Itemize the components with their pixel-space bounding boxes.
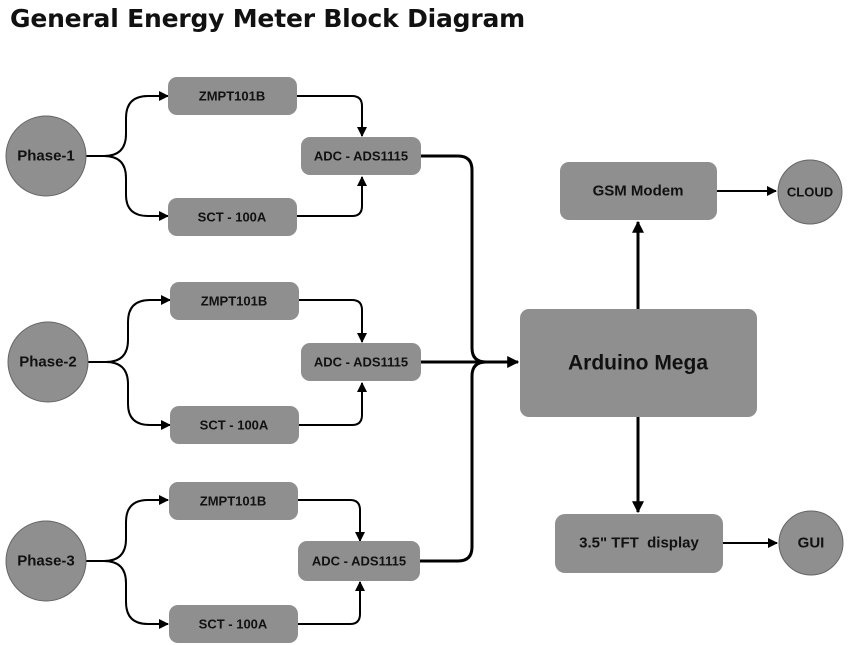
phase-2-node: Phase-2 [7,321,89,403]
phase-1-voltage-sensor-label: ZMPT101B [199,89,265,104]
gsm-modem-label: GSM Modem [593,183,684,200]
phase-3-node: Phase-3 [5,520,87,602]
phase-3-current-sensor-label: SCT - 100A [199,617,268,632]
phase-3-voltage-sensor-label: ZMPT101B [200,494,266,509]
phase-1-voltage-sensor: ZMPT101B [168,77,297,115]
phase-1-label: Phase-1 [17,148,75,165]
gsm-modem-block: GSM Modem [560,162,717,220]
phase-2-voltage-sensor-label: ZMPT101B [201,294,267,309]
phase-1-current-sensor-label: SCT - 100A [198,210,267,225]
phase-3-label: Phase-3 [17,553,75,570]
phase-2-voltage-sensor: ZMPT101B [170,282,299,320]
diagram-title: General Energy Meter Block Diagram [10,4,526,33]
phase-1-adc-label: ADC - ADS1115 [314,149,408,164]
tft-display-block: 3.5" TFT display [555,514,723,573]
phase-3-wiring [86,495,365,629]
phase-1-current-sensor: SCT - 100A [168,198,297,236]
phase-3-adc: ADC - ADS1115 [298,541,420,581]
arduino-mega-block: Arduino Mega [520,309,757,417]
phase-3-current-sensor: SCT - 100A [169,605,298,643]
cloud-label: CLOUD [787,185,833,200]
gui-label: GUI [798,535,825,552]
arduino-mega-label: Arduino Mega [568,352,708,375]
phase-2-label: Phase-2 [19,354,77,371]
tft-display-label: 3.5" TFT display [579,535,699,552]
phase-2-adc-label: ADC - ADS1115 [314,355,408,370]
phase-1-adc: ADC - ADS1115 [301,137,421,175]
phase-1-node: Phase-1 [5,115,87,197]
output-wiring [632,186,778,548]
phase-1-wiring [86,91,367,221]
gui-node: GUI [778,510,844,576]
phase-3-voltage-sensor: ZMPT101B [169,482,298,520]
phase-2-wiring [88,295,367,430]
phase-3-adc-label: ADC - ADS1115 [312,554,406,569]
cloud-node: CLOUD [777,159,843,225]
adc-bus [420,154,520,563]
phase-2-current-sensor-label: SCT - 100A [200,418,269,433]
phase-2-current-sensor: SCT - 100A [170,406,299,444]
phase-2-adc: ADC - ADS1115 [301,343,421,381]
